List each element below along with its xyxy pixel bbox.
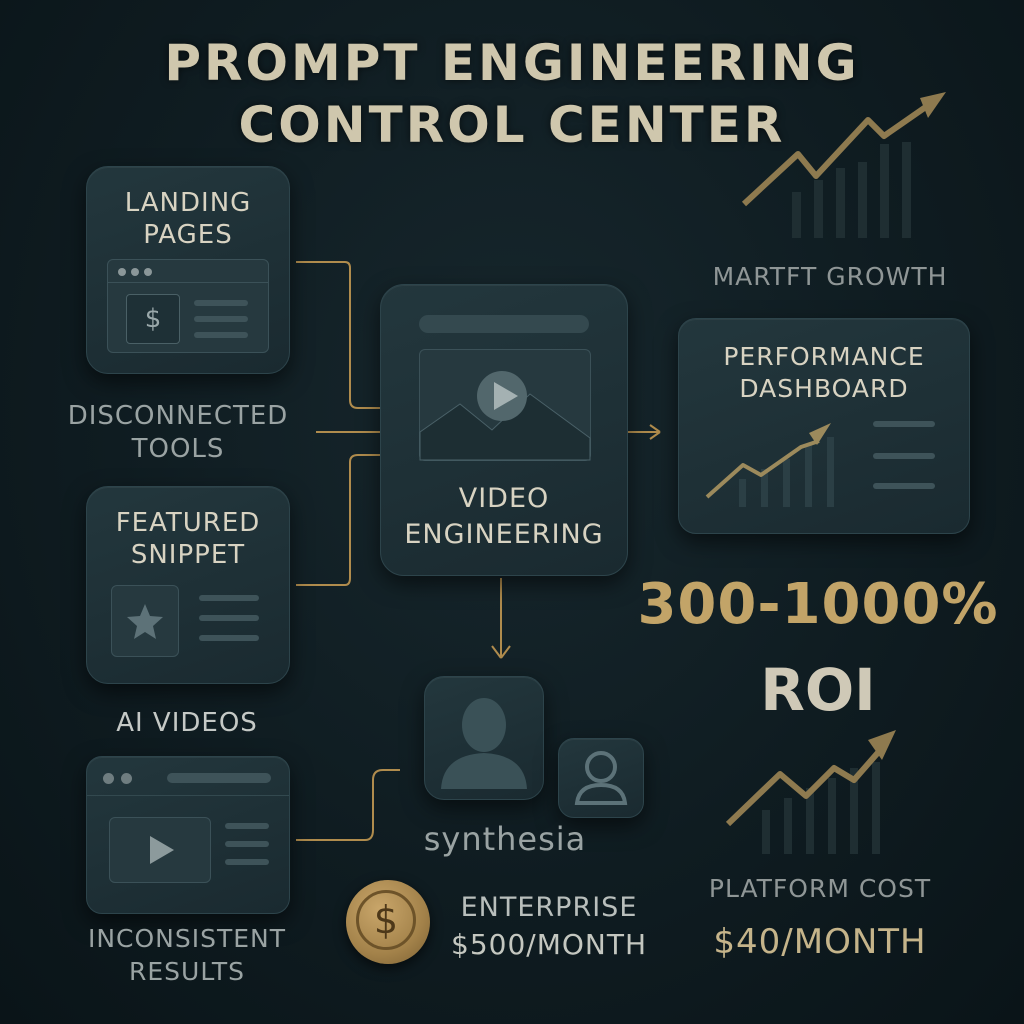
synthesia-label: synthesia [423, 820, 587, 858]
featured-snippet-title-line2: SNIPPET [130, 540, 246, 570]
video-thumbnail-icon [419, 349, 591, 461]
inconsistent-results-label: INCONSISTENT RESULTS [60, 922, 314, 988]
text-line-icon [199, 615, 259, 621]
text-line-icon [199, 635, 259, 641]
page-title: PROMPT ENGINEERING CONTROL CENTER [0, 32, 1024, 156]
performance-dashboard-title-line2: DASHBOARD [739, 374, 909, 403]
coin-dollar-symbol: $ [356, 890, 416, 950]
connector-results-to-avatar [296, 769, 400, 841]
user-circle-icon [574, 751, 628, 805]
platform-cost-label: PLATFORM COST [708, 874, 932, 903]
dashboard-chart-icon [705, 423, 834, 507]
disconnected-tools-line2: TOOLS [131, 434, 225, 464]
window-dot-icon [103, 773, 114, 784]
landing-pages-title-line1: LANDING [124, 188, 252, 218]
browser-titlebar [108, 260, 268, 283]
text-line-icon [873, 483, 935, 489]
video-window-titlebar [87, 757, 289, 796]
landing-pages-card[interactable]: LANDING PAGES $ [86, 166, 290, 374]
address-bar [167, 773, 271, 783]
market-growth-chart-icon [741, 92, 946, 238]
text-line-icon [225, 823, 269, 829]
star-icon [111, 585, 179, 657]
ai-video-card[interactable] [86, 756, 290, 914]
disconnected-tools-label: DISCONNECTED TOOLS [50, 400, 306, 466]
ai-videos-label: AI VIDEOS [116, 708, 258, 738]
text-line-icon [194, 300, 248, 306]
featured-snippet-title: FEATURED SNIPPET [87, 507, 289, 571]
browser-window-icon: $ [107, 259, 269, 353]
landing-pages-title: LANDING PAGES [87, 187, 289, 251]
arrowhead-right-icon [649, 424, 661, 440]
avatar-large[interactable] [424, 676, 544, 800]
platform-cost-price: $40/MONTH [713, 922, 927, 962]
performance-dashboard-title-line1: PERFORMANCE [723, 342, 925, 371]
user-icon [441, 698, 527, 789]
performance-dashboard-card[interactable]: PERFORMANCE DASHBOARD [678, 318, 970, 534]
text-line-icon [873, 453, 935, 459]
browser-dot-icon [144, 268, 152, 276]
roi-label: ROI [760, 656, 876, 724]
text-line-icon [199, 595, 259, 601]
enterprise-price: $500/MONTH [451, 928, 647, 961]
text-line-icon [225, 859, 269, 865]
roi-value: 300-1000% [637, 572, 999, 637]
inconsistent-results-line1: INCONSISTENT [87, 924, 287, 953]
disconnected-tools-line1: DISCONNECTED [67, 401, 289, 431]
landing-pages-title-line2: PAGES [143, 220, 233, 250]
performance-dashboard-title: PERFORMANCE DASHBOARD [679, 341, 969, 405]
page-title-line1: PROMPT ENGINEERING [164, 34, 860, 92]
platform-cost-chart-icon [725, 730, 896, 854]
browser-dot-icon [118, 268, 126, 276]
page-title-line2: CONTROL CENTER [238, 96, 786, 154]
arrowhead-down-icon [491, 645, 511, 659]
featured-snippet-card[interactable]: FEATURED SNIPPET [86, 486, 290, 684]
inconsistent-results-line2: RESULTS [129, 957, 245, 986]
browser-dot-icon [131, 268, 139, 276]
market-growth-label: MARTFT GROWTH [712, 262, 948, 291]
video-engineering-card[interactable]: VIDEO ENGINEERING [380, 284, 628, 576]
featured-snippet-title-line1: FEATURED [115, 508, 261, 538]
connector-snippet-to-video [296, 454, 380, 586]
text-line-icon [873, 421, 935, 427]
window-dot-icon [121, 773, 132, 784]
coin-dollar-icon: $ [346, 880, 430, 964]
text-line-icon [194, 316, 248, 322]
text-line-icon [194, 332, 248, 338]
avatar-small[interactable] [558, 738, 644, 818]
text-line-icon [225, 841, 269, 847]
enterprise-label: ENTERPRISE [460, 892, 638, 923]
dollar-icon: $ [126, 294, 180, 344]
header-bar [419, 315, 589, 333]
play-icon [109, 817, 211, 883]
video-engineering-title: VIDEO ENGINEERING [381, 481, 627, 553]
video-engineering-title-line2: ENGINEERING [404, 519, 604, 550]
connector-landing-to-video [296, 261, 380, 409]
video-engineering-title-line1: VIDEO [458, 483, 550, 514]
